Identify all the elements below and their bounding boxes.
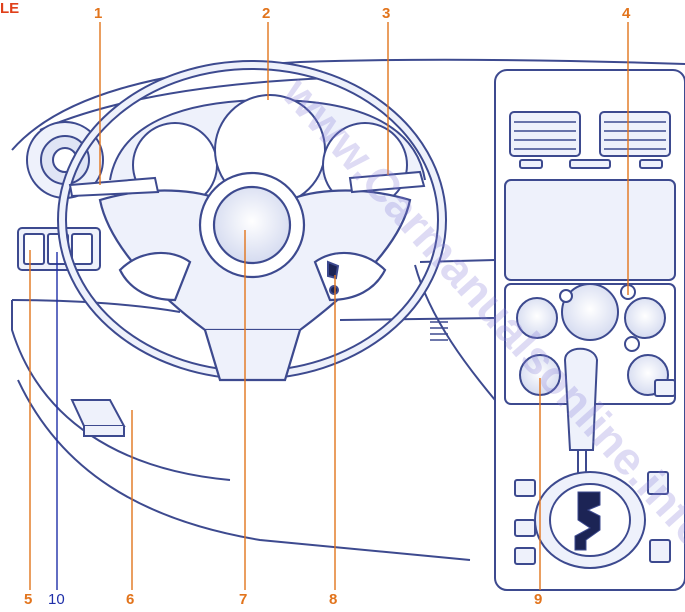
callout-8: 8 bbox=[329, 591, 337, 607]
callout-leaders bbox=[29, 22, 629, 590]
callout-3: 3 bbox=[382, 5, 390, 22]
callout-4: 4 bbox=[622, 5, 631, 22]
callout-labels: 1 2 3 4 5 10 6 7 8 9 bbox=[24, 5, 631, 608]
column-stalks bbox=[68, 170, 426, 198]
ignition-key bbox=[327, 260, 340, 295]
console-switches bbox=[514, 379, 676, 565]
header-fragment: LE bbox=[0, 0, 19, 17]
lower-grille bbox=[430, 321, 448, 341]
steering-wheel bbox=[57, 60, 447, 382]
hood-release-lever bbox=[70, 399, 126, 437]
climate-controls bbox=[516, 283, 669, 396]
gear-shifter bbox=[534, 347, 646, 569]
callout-7: 7 bbox=[239, 591, 247, 607]
callout-2: 2 bbox=[262, 5, 270, 22]
callout-1: 1 bbox=[94, 5, 102, 22]
center-console bbox=[494, 69, 685, 591]
callout-5: 5 bbox=[24, 591, 32, 607]
callout-6: 6 bbox=[126, 591, 134, 607]
callout-9: 9 bbox=[534, 591, 542, 607]
center-vents bbox=[509, 111, 671, 169]
callout-10: 10 bbox=[48, 591, 65, 607]
